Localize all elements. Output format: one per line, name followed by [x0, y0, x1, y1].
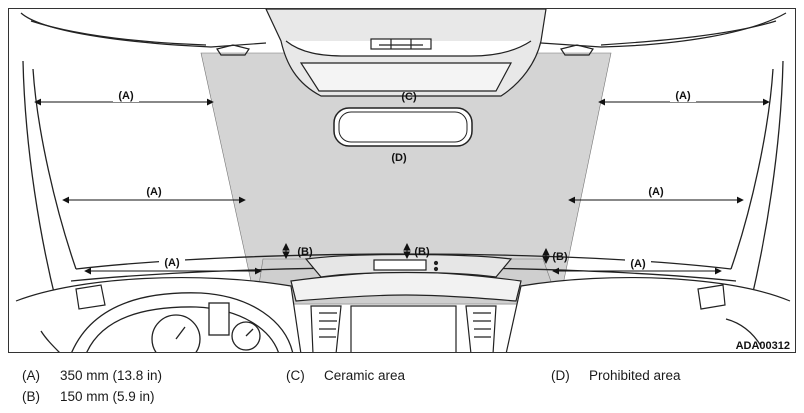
legend-text-c: Ceramic area: [324, 368, 406, 383]
legend: (A) 350 mm (13.8 in) (B) 150 mm (5.9 in)…: [0, 356, 804, 413]
label-a-mid-left: (A): [146, 186, 162, 198]
legend-key-b: (B): [22, 389, 40, 404]
figure-id: ADA00312: [736, 340, 790, 352]
legend-text-a: 350 mm (13.8 in): [60, 368, 163, 383]
label-a-mid-right: (A): [648, 186, 664, 198]
label-b-left: (B): [297, 246, 313, 258]
label-b-right: (B): [552, 251, 568, 263]
label-b-center: (B): [414, 246, 430, 258]
windshield-diagram: (A) (A) (A) (A) (A) (A) (B) (B) (B) (C) …: [8, 8, 796, 353]
legend-key-a: (A): [22, 368, 40, 383]
headliner-outline: [20, 12, 787, 56]
legend-key-c: (C): [286, 368, 305, 383]
label-a-low-right: (A): [630, 258, 646, 270]
label-a-top-right: (A): [675, 90, 691, 102]
label-a-low-left: (A): [164, 257, 180, 269]
label-a-top-left: (A): [118, 90, 134, 102]
overhead-console: [265, 9, 547, 97]
legend-key-d: (D): [551, 368, 570, 383]
label-d: (D): [391, 152, 407, 164]
dimension-b-arrows: [282, 243, 550, 264]
legend-text-b: 150 mm (5.9 in): [60, 389, 155, 404]
steering-wheel-and-cluster: [40, 292, 762, 352]
legend-text-d: Prohibited area: [589, 368, 681, 383]
rearview-mirror: [333, 107, 473, 147]
label-c: (C): [401, 91, 417, 103]
diagram-labels: (A) (A) (A) (A) (A) (A) (B) (B) (B) (C) …: [113, 89, 790, 352]
